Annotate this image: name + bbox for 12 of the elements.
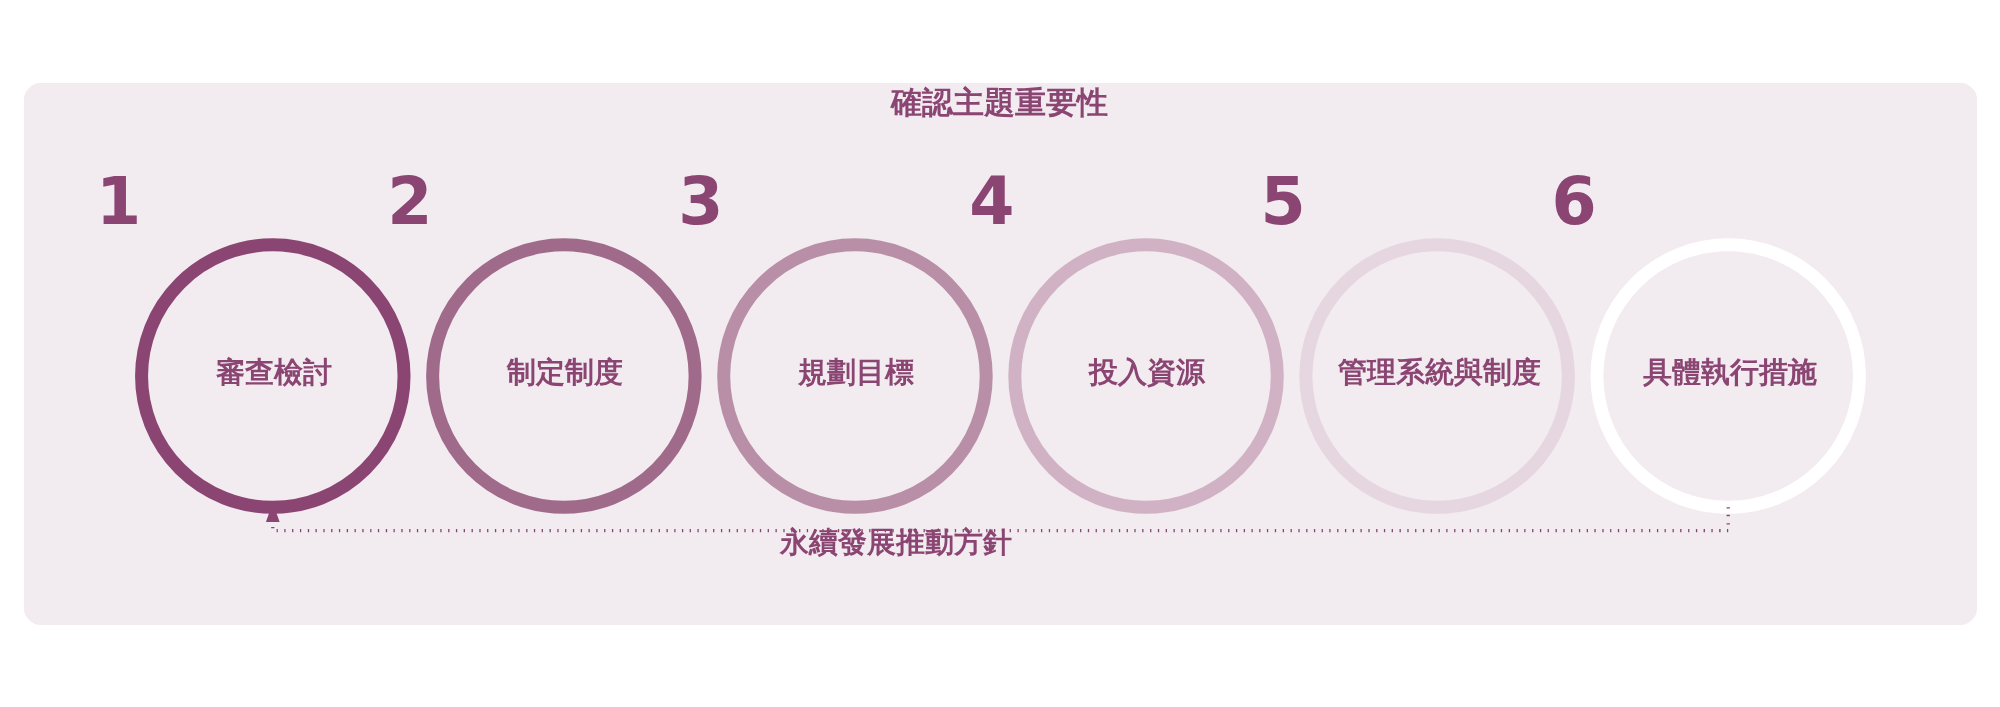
node-circle: 審查檢討 <box>134 237 411 514</box>
node-circle: 具體執行措施 <box>1589 237 1866 514</box>
node-label: 2 <box>386 163 432 239</box>
node-label: 1 <box>95 163 141 239</box>
node-label: 6 <box>1550 163 1597 239</box>
node-label: 5 <box>1259 163 1306 239</box>
edge-label: 永續發展推動方針 <box>779 524 1012 559</box>
node-circle: 規劃目標 <box>716 237 993 514</box>
node-label: 3 <box>677 163 723 239</box>
node-label: 4 <box>968 163 1015 239</box>
node-circle: 投入資源 <box>1007 237 1284 514</box>
node-circle: 制定制度 <box>425 237 702 514</box>
